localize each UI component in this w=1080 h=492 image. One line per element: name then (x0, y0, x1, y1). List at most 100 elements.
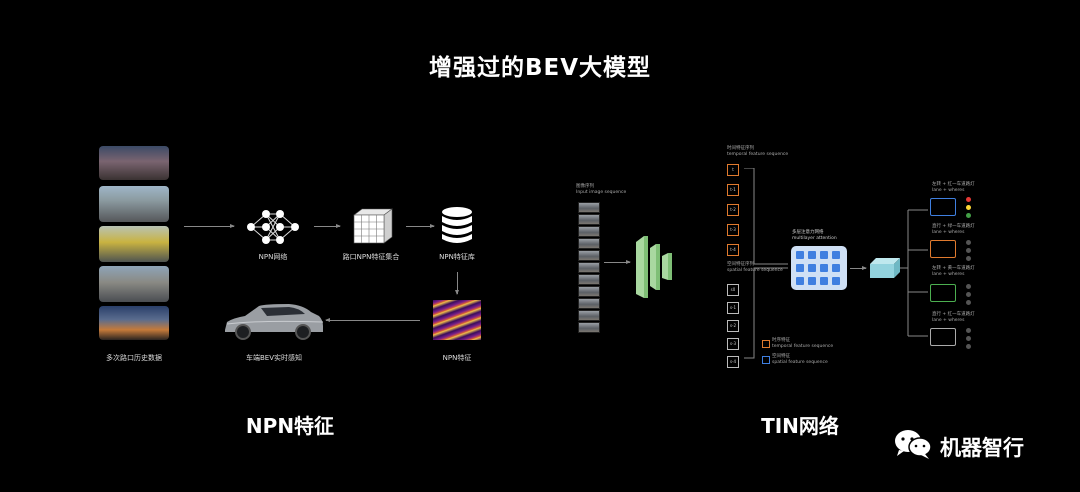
temporal-box: t-1 (727, 184, 739, 196)
output-icon-3 (930, 284, 956, 302)
temporal-en: temporal feature sequence (727, 152, 789, 157)
traffic-light-dim (966, 300, 971, 305)
out2-cn: 直行 + 绿一车道路灯 (932, 224, 975, 229)
seq-frame (578, 214, 600, 225)
attention-cell (808, 264, 816, 272)
history-frame-3 (99, 226, 169, 262)
attention-cell (820, 251, 828, 259)
out4-cn: 直行 + 红一车道路灯 (932, 312, 975, 317)
history-frame-2 (99, 186, 169, 222)
history-frame-1 (99, 146, 169, 180)
seq-frame (578, 262, 600, 273)
output-tree-lines (900, 209, 928, 337)
seq-frame (578, 298, 600, 309)
attention-cell (832, 264, 840, 272)
npn-net-label: NPN网络 (258, 253, 288, 261)
traffic-light-red (966, 197, 971, 202)
seq-frame (578, 238, 600, 249)
history-frame-4 (99, 266, 169, 302)
temporal-box: t-3 (727, 224, 739, 236)
history-frame-5 (99, 306, 169, 340)
attention-cell (820, 264, 828, 272)
seq-frame (578, 310, 600, 321)
page-title: 增强过的BEV大模型 (428, 55, 652, 81)
arrow-attention-to-head (850, 266, 867, 270)
arrow-net-to-collection (314, 224, 341, 228)
output-head-block (870, 258, 900, 278)
spatial-box: s-4 (727, 356, 739, 368)
encoder-blocks (636, 236, 672, 298)
spatial-cn: 空间特征序列 (727, 262, 754, 267)
attention-cell (796, 264, 804, 272)
seq-frame (578, 202, 600, 213)
arrow-feature-to-car (325, 318, 420, 322)
watermark-text: 机器智行 (940, 436, 1024, 460)
temporal-cn: 时间特征序列 (727, 146, 754, 151)
attention-cell (796, 251, 804, 259)
arrow-history-to-net (184, 224, 235, 228)
attention-cell (832, 277, 840, 285)
npn-feature-heatmap (433, 300, 481, 340)
tin-section-title: TIN网络 (761, 414, 839, 438)
traffic-light-dim (966, 344, 971, 349)
attention-cell (832, 251, 840, 259)
wechat-icon (895, 430, 932, 459)
traffic-light-dim (966, 284, 971, 289)
attention-cell (808, 251, 816, 259)
out3-cn: 左转 + 黄一车道路灯 (932, 266, 975, 271)
out1-cn: 左转 + 红一车道路灯 (932, 182, 975, 187)
attention-cn: 多层注意力网络 (792, 230, 824, 235)
database-icon (442, 207, 472, 243)
spatial-box: s-1 (727, 302, 739, 314)
arrow-collection-to-library (406, 224, 435, 228)
merge-lines (744, 168, 788, 359)
spatial-en: spatial feature sequence (727, 268, 783, 273)
legend-temporal-swatch (762, 340, 770, 348)
legend-temporal-label: 时序特征 (772, 338, 790, 343)
spatial-box: s0 (727, 284, 739, 296)
attention-cell (808, 277, 816, 285)
attention-cell (820, 277, 828, 285)
traffic-light-dim (966, 256, 971, 261)
seq-frame (578, 226, 600, 237)
neural-network-icon (247, 210, 299, 244)
attention-block (791, 246, 847, 290)
legend-spatial-label: 空间特征 (772, 354, 790, 359)
out3-en: lane + wheres (932, 272, 965, 277)
car-image (225, 304, 324, 340)
output-icon-2 (930, 240, 956, 258)
history-label: 多次路口历史数据 (106, 354, 162, 362)
arrow-seq-to-encoder (604, 260, 631, 264)
feature-grid-icon (353, 208, 393, 244)
legend-temporal-en: temporal feature sequence (772, 344, 834, 349)
car-label: 车端BEV实时感知 (245, 354, 302, 362)
attention-cell (796, 277, 804, 285)
traffic-light-green (966, 213, 971, 218)
library-label: NPN特征库 (439, 253, 475, 261)
out4-en: lane + wheres (932, 318, 965, 323)
traffic-light-yellow (966, 205, 971, 210)
collection-label: 路口NPN特征集合 (342, 253, 400, 261)
feature-label: NPN特征 (442, 354, 472, 362)
spatial-box: s-2 (727, 320, 739, 332)
arrow-library-to-feature (455, 272, 459, 295)
output-icon-4 (930, 328, 956, 346)
temporal-box: t-2 (727, 204, 739, 216)
legend-spatial-swatch (762, 356, 770, 364)
out1-en: lane + wheres (932, 188, 965, 193)
traffic-light-dim (966, 292, 971, 297)
temporal-box: t (727, 164, 739, 176)
spatial-box: s-3 (727, 338, 739, 350)
attention-en: multilayer attention (792, 236, 837, 241)
out2-en: lane + wheres (932, 230, 965, 235)
input-seq-en: Input image sequence (576, 190, 627, 195)
seq-frame (578, 322, 600, 333)
traffic-light-dim (966, 336, 971, 341)
traffic-light-dim (966, 328, 971, 333)
seq-frame (578, 250, 600, 261)
npn-section-title: NPN特征 (245, 414, 335, 438)
temporal-box: t-4 (727, 244, 739, 256)
seq-frame (578, 286, 600, 297)
output-icon-1 (930, 198, 956, 216)
seq-frame (578, 274, 600, 285)
